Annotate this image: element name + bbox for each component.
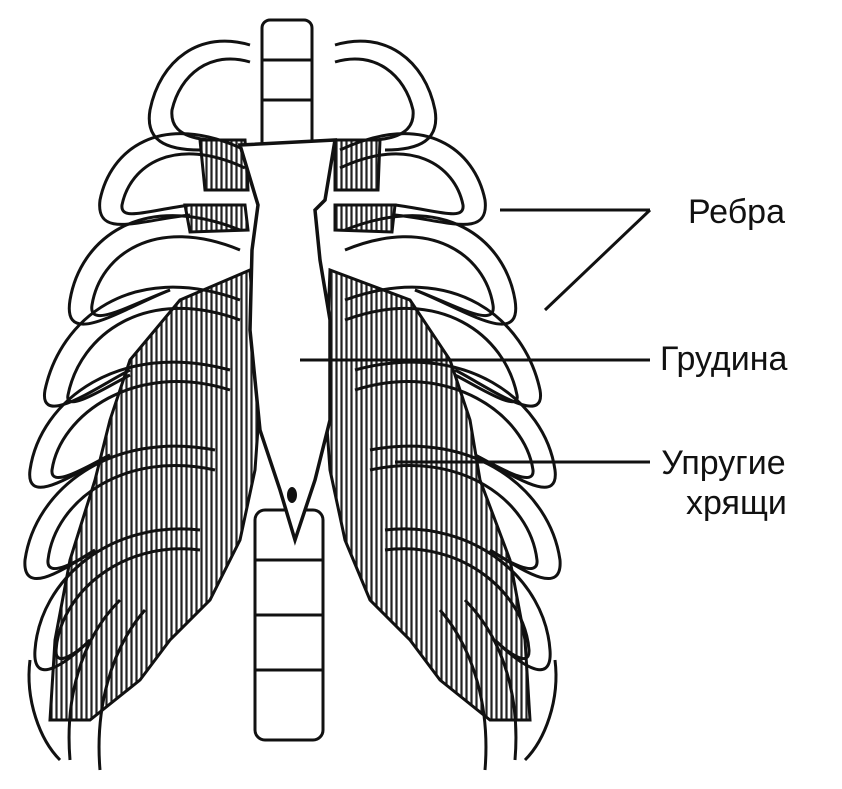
label-cartilage-line2: хрящи bbox=[660, 486, 787, 520]
label-ribs: Ребра bbox=[688, 195, 785, 229]
label-cartilage: Упругие хрящи bbox=[660, 446, 787, 520]
ribs-leader-2 bbox=[545, 210, 650, 310]
label-sternum: Грудина bbox=[660, 342, 787, 376]
label-cartilage-line1: Упругие bbox=[660, 446, 787, 480]
